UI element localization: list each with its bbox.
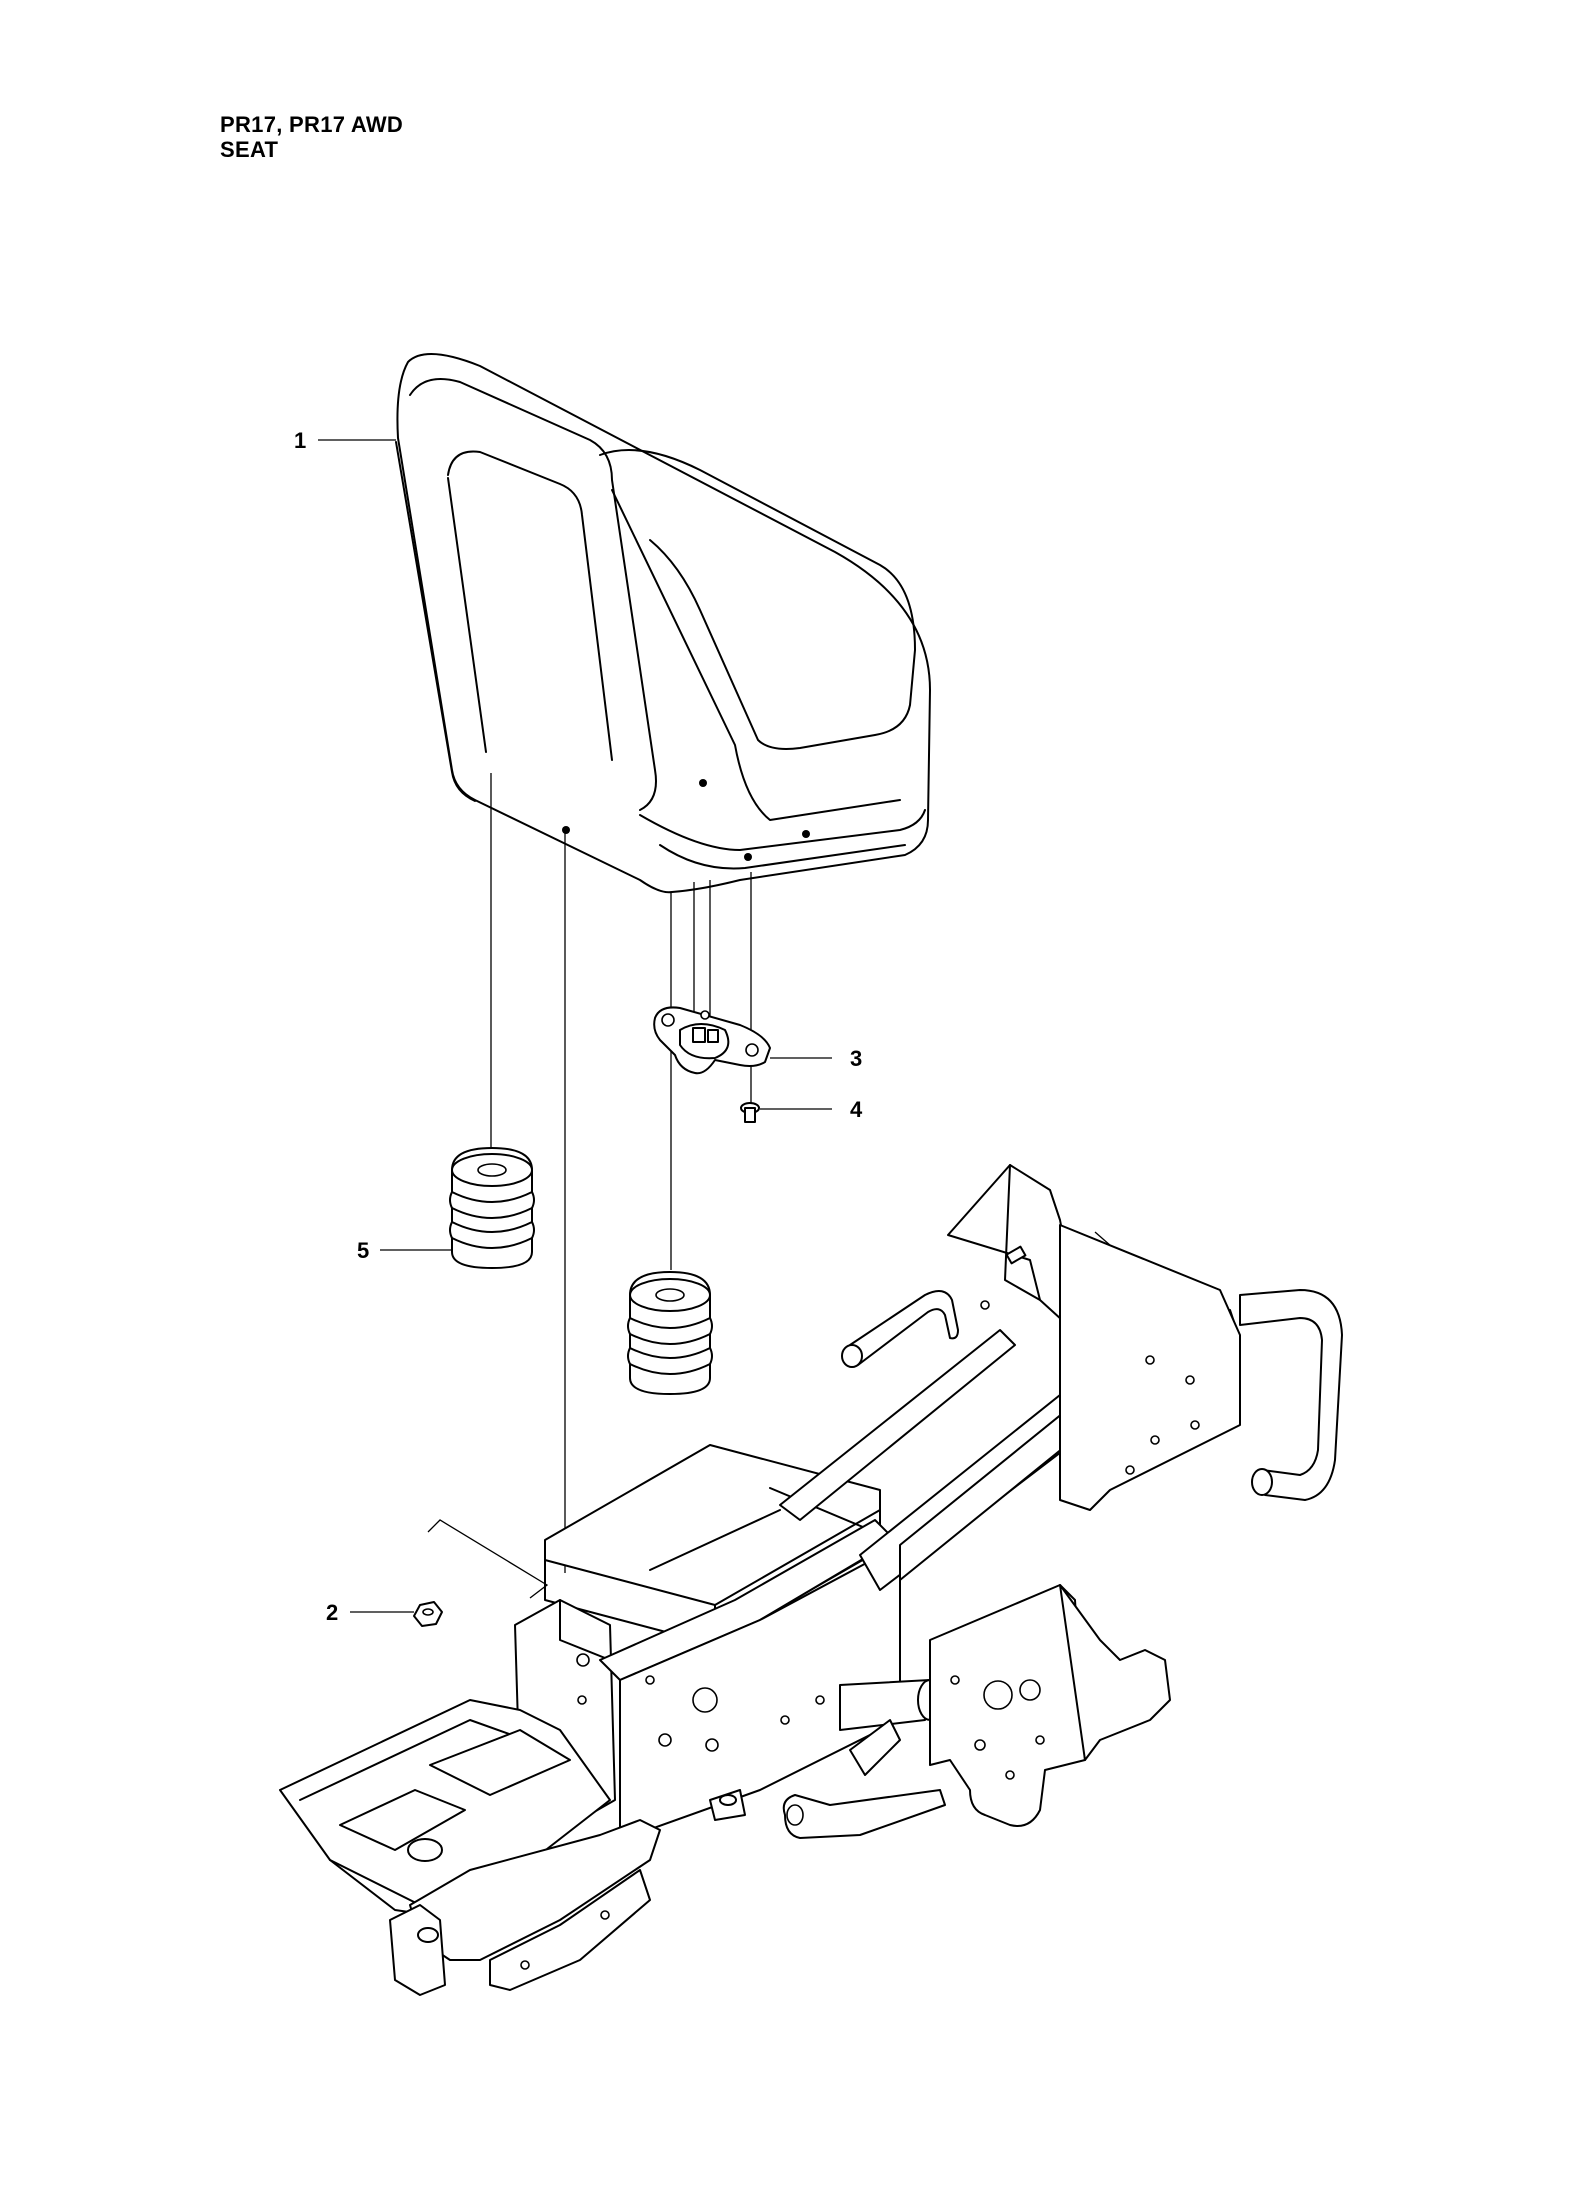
model-title: PR17, PR17 AWD [220, 112, 404, 137]
callout-3: 3 [850, 1046, 862, 1071]
callout-1: 1 [294, 428, 306, 453]
page-header: PR17, PR17 AWD SEAT [220, 112, 403, 162]
callout-leaders [318, 439, 832, 1613]
screw [740, 1102, 760, 1123]
damper-left [449, 1147, 535, 1269]
section-title: SEAT [220, 137, 279, 162]
nut [413, 1601, 443, 1627]
seat-switch [653, 1006, 771, 1075]
callout-4: 4 [850, 1097, 863, 1122]
damper-right [627, 1271, 713, 1395]
seat [395, 353, 931, 894]
callout-2: 2 [326, 1600, 338, 1625]
chassis-frame [279, 1164, 1343, 1996]
callout-5: 5 [357, 1238, 369, 1263]
assembly-lines [427, 773, 1231, 1599]
